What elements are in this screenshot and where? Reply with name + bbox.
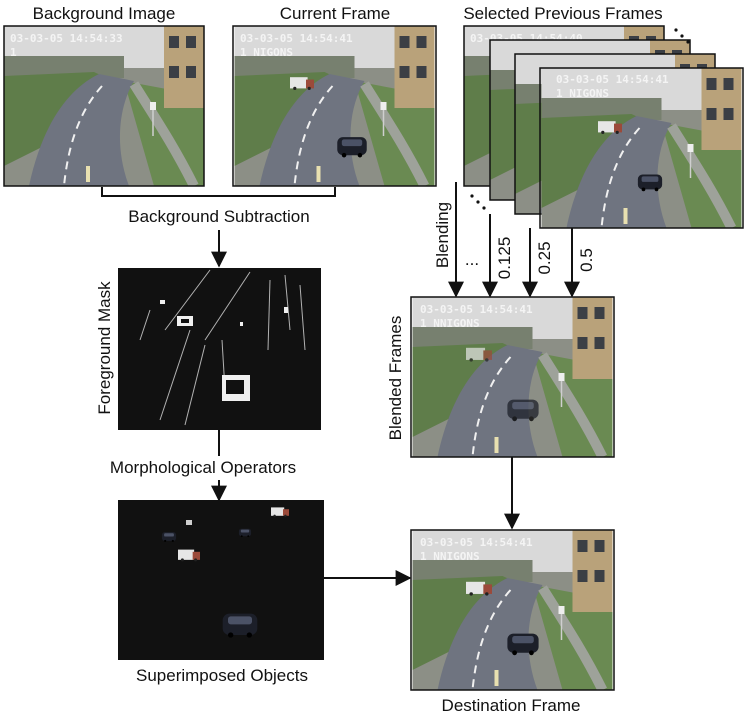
superimposed-objects-image xyxy=(118,500,324,660)
label-blending: Blending xyxy=(433,202,452,268)
svg-text:03-03-05 14:54:41: 03-03-05 14:54:41 xyxy=(556,73,669,86)
svg-text:1 NIGONS: 1 NIGONS xyxy=(556,87,609,100)
svg-text:03-03-05 14:54:33: 03-03-05 14:54:33 xyxy=(10,32,123,45)
destination-frame-image: 03-03-05 14:54:41 1 NNIGONS xyxy=(410,529,615,691)
weight-0-5: 0.5 xyxy=(577,248,596,272)
stack-ellipsis-dots xyxy=(470,28,690,210)
svg-text:1: 1 xyxy=(10,46,17,59)
svg-text:03-03-05 14:54:41: 03-03-05 14:54:41 xyxy=(420,303,533,316)
blended-frames-image: 03-03-05 14:54:41 1 NNIGONS xyxy=(410,296,615,458)
previous-frame-4: 03-03-05 14:54:41 1 NIGONS xyxy=(539,67,744,229)
weight-0-125: 0.125 xyxy=(495,237,514,280)
background-image-frame: 03-03-05 14:54:33 1 xyxy=(3,25,205,187)
background-subtraction-connector xyxy=(101,187,336,197)
svg-text:03-03-05 14:54:41: 03-03-05 14:54:41 xyxy=(240,32,353,45)
label-superimposed-objects: Superimposed Objects xyxy=(136,666,308,685)
svg-text:1 NNIGONS: 1 NNIGONS xyxy=(420,550,480,563)
weight-0-25: 0.25 xyxy=(535,241,554,274)
weight-ellipsis: ... xyxy=(465,250,479,269)
label-background-image: Background Image xyxy=(33,4,176,23)
label-foreground-mask: Foreground Mask xyxy=(95,281,114,415)
label-morphological-operators: Morphological Operators xyxy=(110,458,296,477)
current-frame: 03-03-05 14:54:41 1 NIGONS xyxy=(232,25,437,187)
foreground-mask-image xyxy=(118,268,321,430)
svg-text:03-03-05 14:54:41: 03-03-05 14:54:41 xyxy=(420,536,533,549)
label-selected-previous-frames: Selected Previous Frames xyxy=(463,4,662,23)
label-blended-frames: Blended Frames xyxy=(386,316,405,441)
label-current-frame: Current Frame xyxy=(280,4,391,23)
svg-text:1 NNIGONS: 1 NNIGONS xyxy=(420,317,480,330)
label-destination-frame: Destination Frame xyxy=(442,696,581,715)
label-background-subtraction: Background Subtraction xyxy=(128,207,309,226)
selected-previous-frames-stack: 03-03-05 14:54:40 03-03-05 14:54:41 1 NI… xyxy=(463,25,744,229)
svg-text:1 NIGONS: 1 NIGONS xyxy=(240,46,293,59)
